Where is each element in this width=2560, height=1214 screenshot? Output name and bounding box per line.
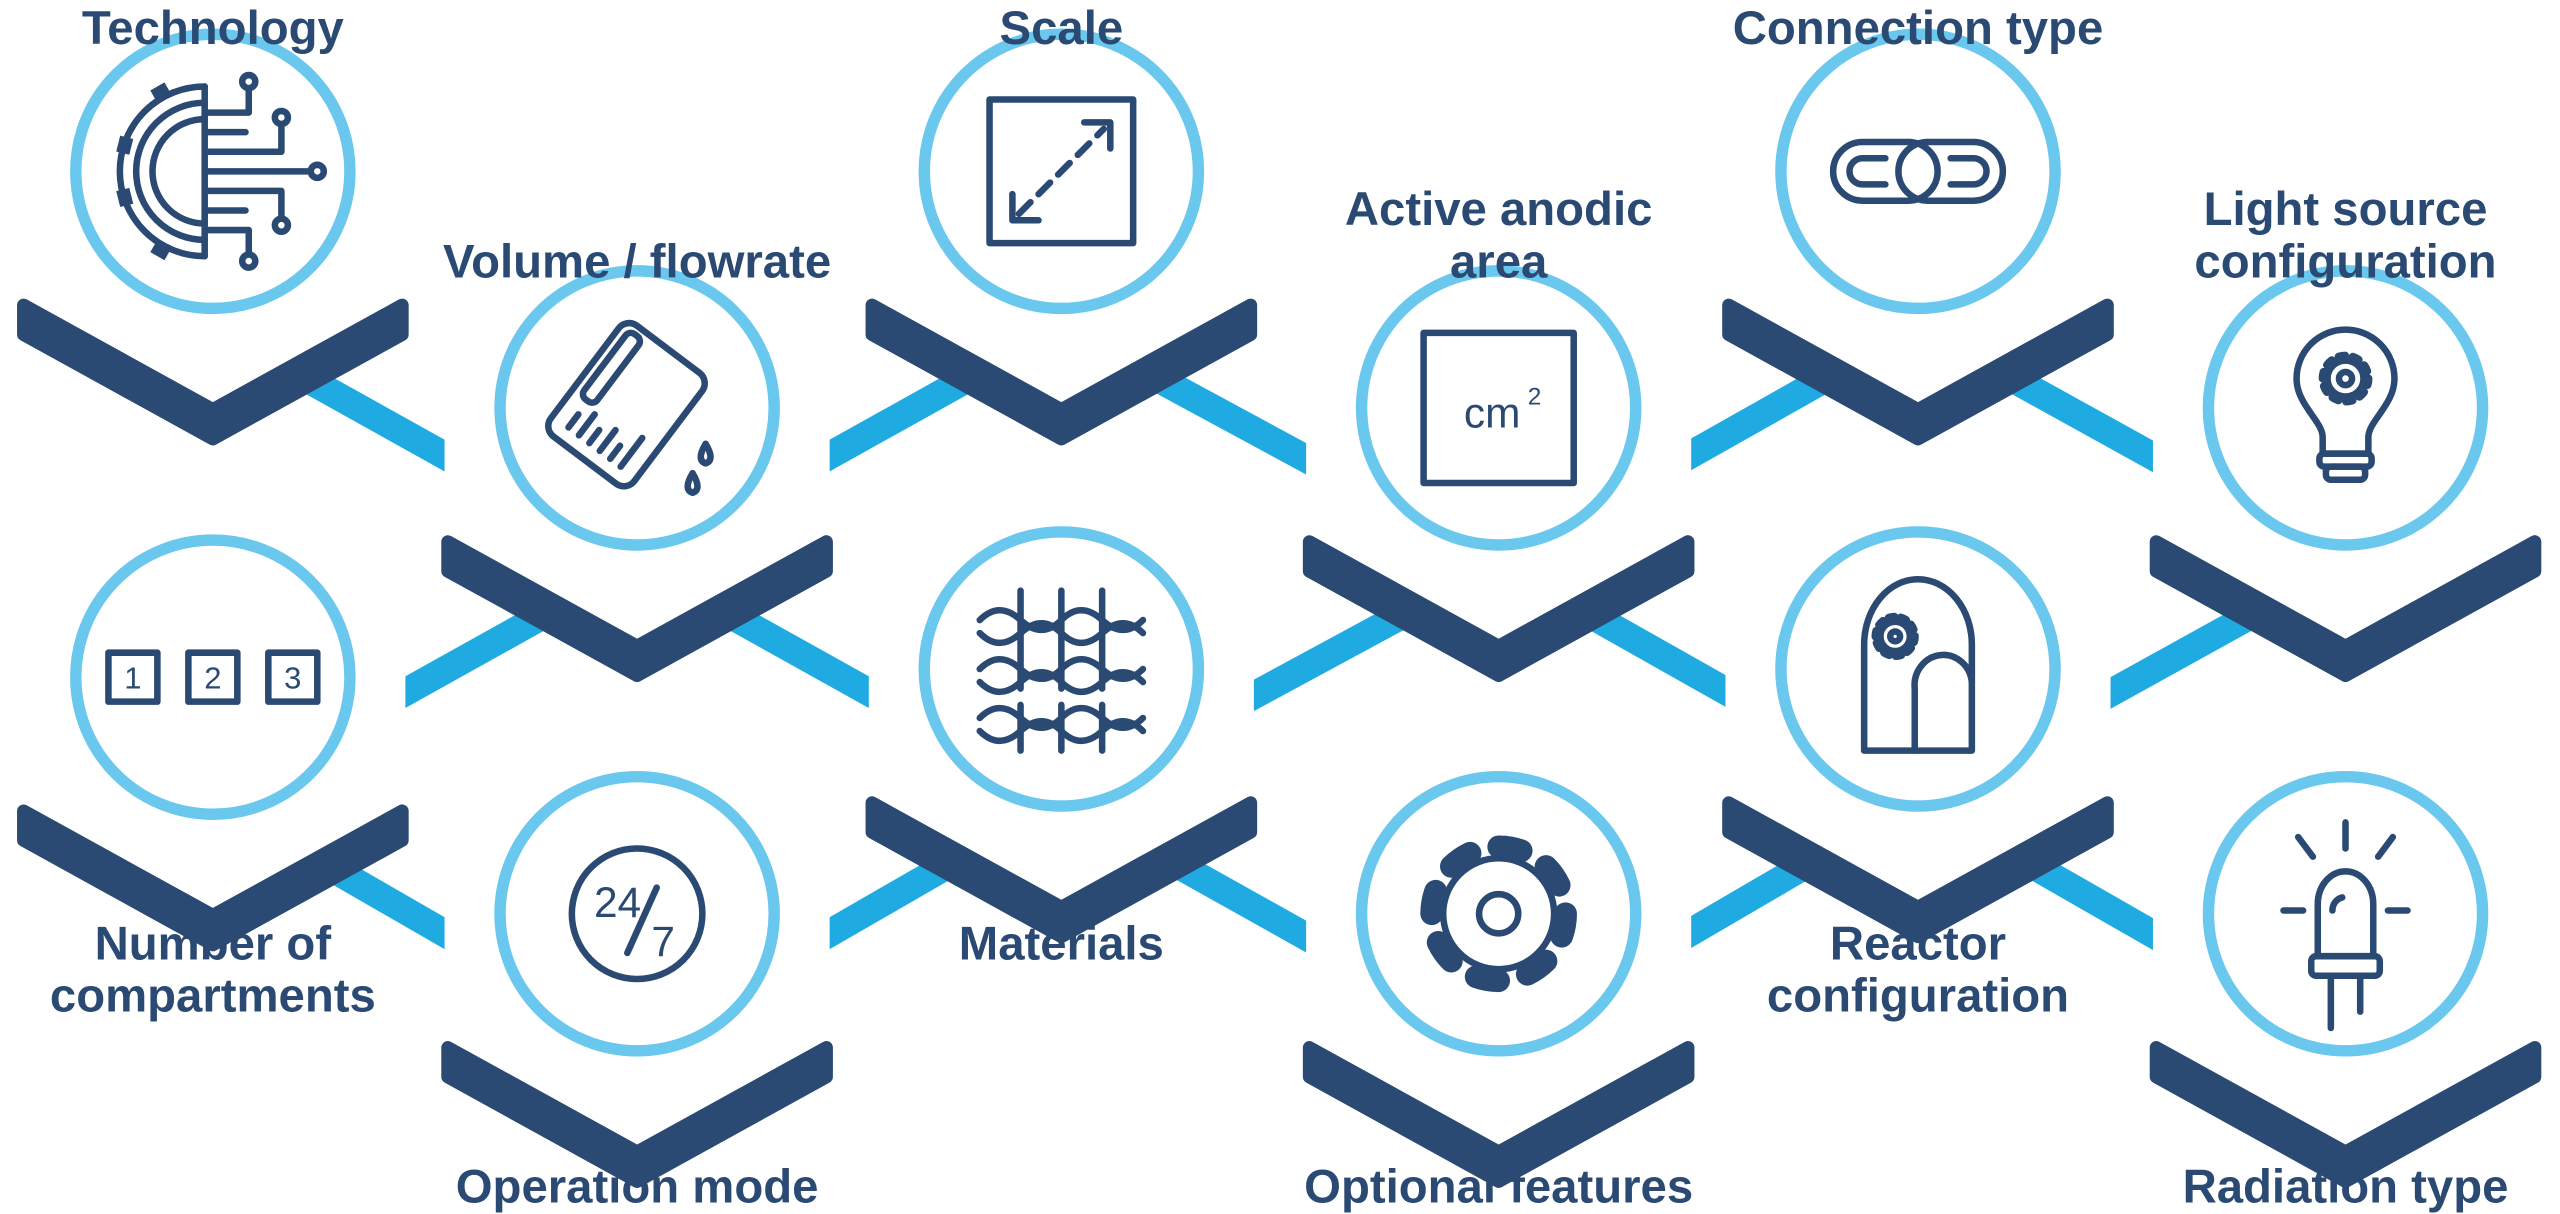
platform-chevron [865,298,1258,446]
node-volume: Volume / flowrate [441,235,833,683]
unit-text: cm [1464,390,1521,437]
label-light-line1: Light source [2204,183,2488,236]
gear-icon [1420,835,1577,993]
label-light-line2: configuration [2194,235,2496,288]
node-anodic-area: cm 2 Active anodic area [1302,183,1695,683]
pouring-beaker-icon [545,319,714,497]
gear-circuit-icon [116,71,328,271]
reactor-arch-icon [1860,576,1976,754]
hours-text: 24 [594,879,641,926]
led-icon [2280,819,2411,1032]
node-materials: Materials [865,526,1258,970]
lightbulb-gear-icon [2293,326,2398,483]
platform-chevron [1302,1041,1695,1188]
box-number-1: 1 [124,661,141,696]
icon-ring [70,534,356,820]
node-operation: 24 7 Operation mode [441,770,833,1214]
chain-link-icon [1829,138,2007,204]
label-radiation: Radiation type [2183,1161,2509,1214]
icon-ring [2202,265,2489,551]
platform-chevron [1302,535,1695,683]
clock-24-7-icon: 24 7 [568,845,706,983]
box-number-2: 2 [204,661,221,696]
label-reactor-line1: Reactor [1830,917,2006,970]
node-compartments: 1 2 3 Number of compartments [17,534,409,1023]
node-radiation: Radiation type [2149,770,2542,1214]
platform-chevron [865,796,1258,944]
label-technology: Technology [82,2,345,55]
node-scale: Scale [865,2,1258,446]
icon-ring [2202,770,2489,1057]
platform-chevron [1722,796,2114,944]
node-connection: Connection type [1722,2,2114,446]
platform-chevron [441,535,833,683]
label-optional: Optional features [1304,1161,1693,1214]
icon-ring [1355,265,1642,551]
icon-ring [1355,770,1642,1057]
label-volume: Volume / flowrate [443,235,831,288]
platform-chevron [17,804,409,952]
resize-diagonal-icon [986,96,1137,247]
label-reactor-line2: configuration [1767,970,2069,1023]
woven-mesh-icon [976,587,1147,754]
label-anodic-line2: area [1450,235,1548,288]
platform-chevron [441,1041,833,1188]
label-materials: Materials [959,917,1164,970]
label-scale: Scale [1000,2,1124,55]
area-square-icon: cm 2 [1420,329,1577,487]
label-anodic-line1: Active anodic [1345,183,1653,236]
days-text: 7 [651,918,675,965]
icon-ring [494,265,780,551]
platform-chevron [1722,298,2114,446]
icon-ring [494,770,780,1057]
label-connection: Connection type [1733,2,2103,55]
node-optional: Optional features [1302,770,1695,1214]
unit-exponent: 2 [1528,384,1542,411]
box-number-3: 3 [284,661,301,696]
node-reactor: Reactor configuration [1722,526,2114,1023]
label-compartments-line2: compartments [50,970,376,1023]
label-operation: Operation mode [456,1161,819,1214]
icon-ring [1775,28,2061,315]
platform-chevron [17,298,409,446]
numbered-boxes-icon: 1 2 3 [105,649,321,705]
platform-chevron [2149,1041,2542,1188]
node-technology: Technology [17,2,409,446]
label-compartments-line1: Number of [95,917,332,970]
platform-chevron [2149,535,2542,683]
node-light-source: Light source configuration [2149,183,2542,683]
